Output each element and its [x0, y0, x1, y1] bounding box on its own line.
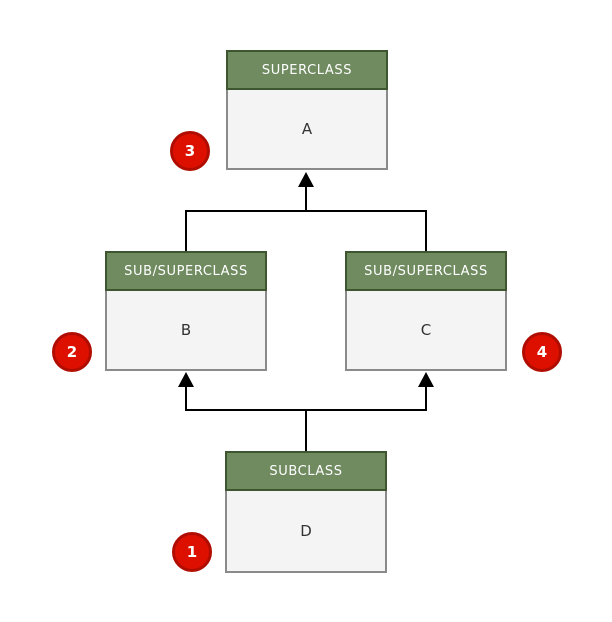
node-subclass-d[interactable]: SUBCLASS D [225, 451, 387, 573]
badge-number: 2 [66, 343, 78, 361]
arrowhead-up-b-icon [178, 372, 194, 387]
node-sub-superclass-b[interactable]: SUB/SUPERCLASS B [105, 251, 267, 371]
node-header: SUB/SUPERCLASS [105, 251, 267, 291]
node-body: B [105, 291, 267, 371]
node-header-text: SUPERCLASS [261, 62, 353, 78]
node-body: C [345, 291, 507, 371]
arrowhead-up-a-icon [298, 172, 314, 187]
connector-line-d-to-bc [185, 386, 427, 411]
node-label-text: C [420, 321, 432, 339]
badge-number: 1 [186, 543, 198, 561]
node-header-text: SUB/SUPERCLASS [364, 263, 488, 279]
node-label-text: A [301, 120, 313, 138]
node-body: A [226, 90, 388, 170]
node-label-text: D [300, 522, 312, 540]
callout-badge-1[interactable]: 1 [172, 532, 212, 572]
node-label-text: B [180, 321, 192, 339]
node-superclass-a[interactable]: SUPERCLASS A [226, 50, 388, 170]
callout-badge-2[interactable]: 2 [52, 332, 92, 372]
node-header: SUBCLASS [225, 451, 387, 491]
connector-line-bc-to-a [185, 210, 427, 251]
arrowhead-up-c-icon [418, 372, 434, 387]
node-header: SUPERCLASS [226, 50, 388, 90]
badge-number: 4 [536, 343, 548, 361]
node-header: SUB/SUPERCLASS [345, 251, 507, 291]
badge-number: 3 [184, 142, 196, 160]
callout-badge-4[interactable]: 4 [522, 332, 562, 372]
node-body: D [225, 491, 387, 573]
callout-badge-3[interactable]: 3 [170, 131, 210, 171]
node-sub-superclass-c[interactable]: SUB/SUPERCLASS C [345, 251, 507, 371]
node-header-text: SUBCLASS [269, 463, 343, 479]
node-header-text: SUB/SUPERCLASS [124, 263, 248, 279]
